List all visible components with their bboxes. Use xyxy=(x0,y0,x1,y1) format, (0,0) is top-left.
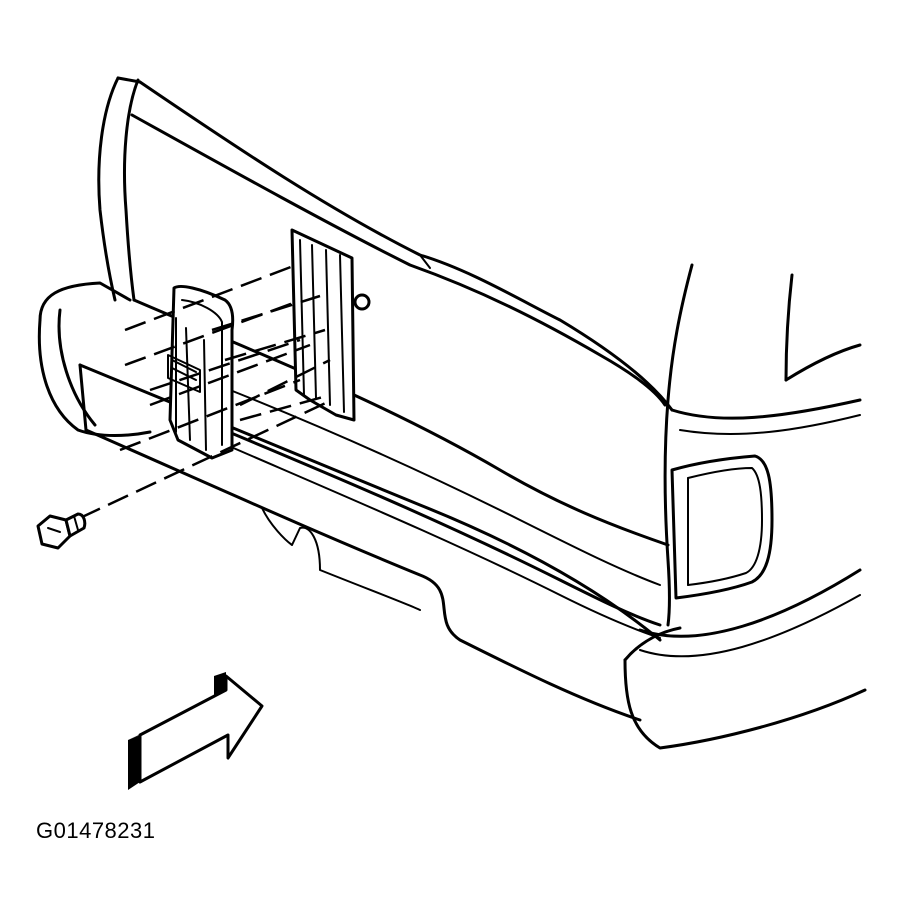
figure-id-label: G01478231 xyxy=(36,818,156,843)
right-tail-lamp xyxy=(670,454,774,600)
license-bracket-mounted xyxy=(290,228,371,422)
left-body-panel xyxy=(97,76,142,302)
license-lamp-assembly xyxy=(167,285,235,460)
view-direction-arrow xyxy=(128,672,264,790)
alignment-dashed-lines xyxy=(79,263,333,520)
right-body-panel xyxy=(663,263,862,627)
screw-fastener xyxy=(36,512,87,550)
